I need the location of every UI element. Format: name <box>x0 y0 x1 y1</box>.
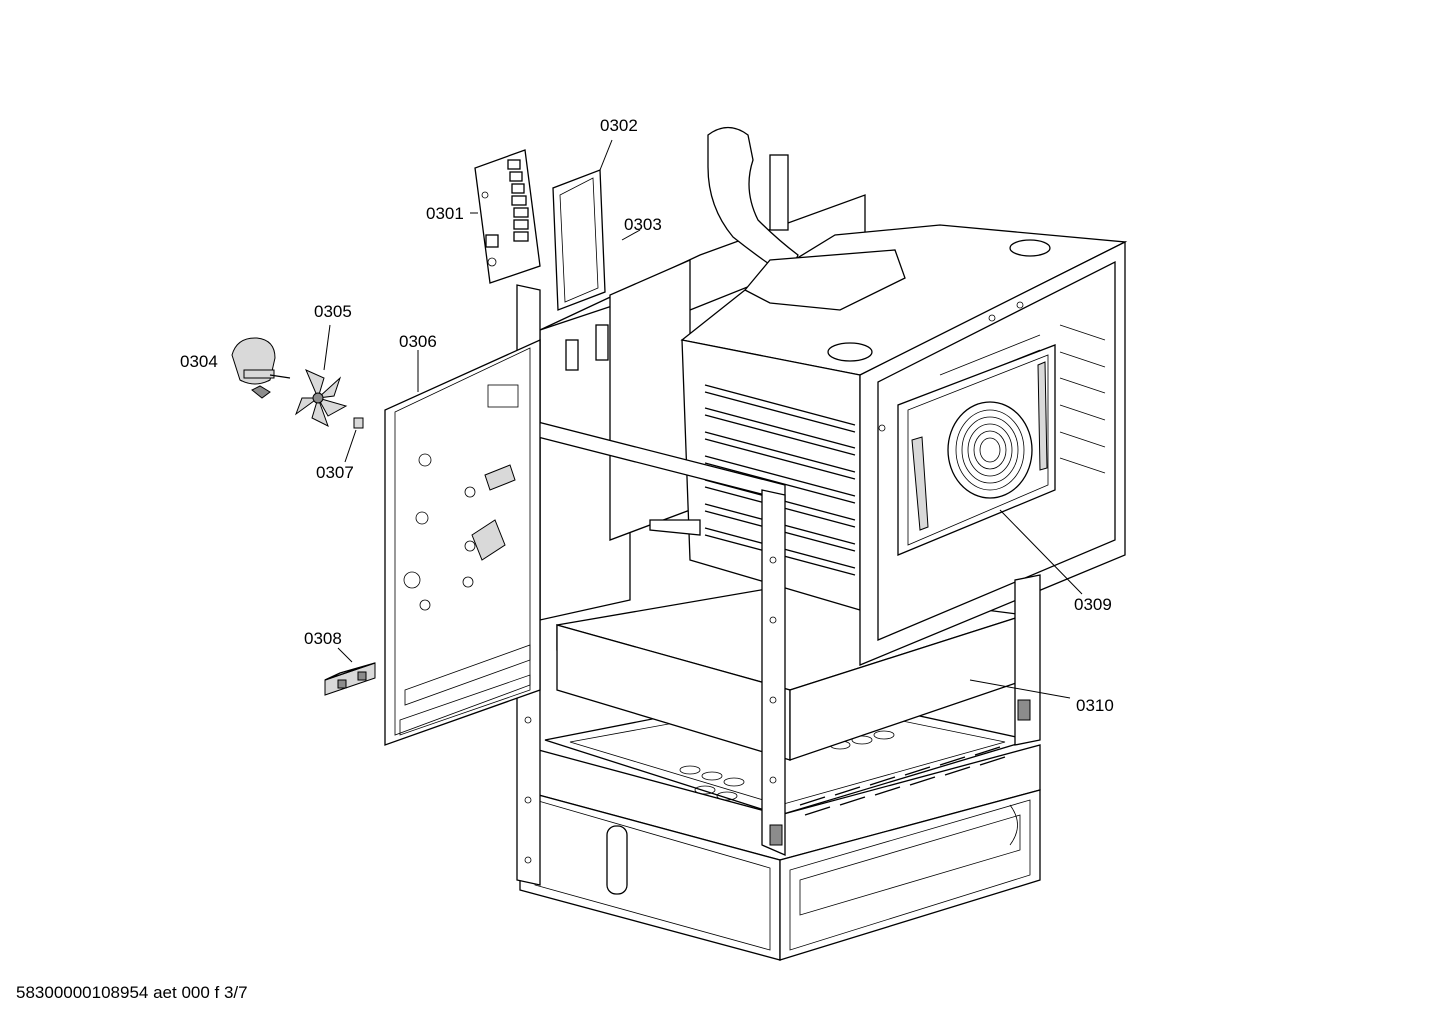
fan-blade <box>294 324 348 428</box>
callout-0308: 0308 <box>304 629 342 648</box>
callout-0301: 0301 <box>426 204 464 223</box>
oven-cavity <box>680 224 1128 666</box>
insulation-panel <box>552 139 613 311</box>
callout-0302: 0302 <box>600 116 638 135</box>
control-board <box>470 149 541 284</box>
document-id: 58300000108954 aet 000 f 3/7 <box>16 983 248 1002</box>
convection-fan <box>947 401 1033 499</box>
burner-tray-slots <box>799 746 1006 816</box>
callout-0307: 0307 <box>316 463 354 482</box>
fan-motor <box>231 337 291 399</box>
callout-0310: 0310 <box>1076 696 1114 715</box>
base-plinth <box>519 744 1041 961</box>
side-panel <box>384 338 541 746</box>
board-components <box>481 159 529 267</box>
callout-0304: 0304 <box>180 352 218 371</box>
hinge-clip <box>324 647 376 696</box>
fan-nut <box>344 417 364 463</box>
callout-0303: 0303 <box>624 215 662 234</box>
callout-0305: 0305 <box>314 302 352 321</box>
callout-0306: 0306 <box>399 332 437 351</box>
callout-0309: 0309 <box>1074 595 1112 614</box>
